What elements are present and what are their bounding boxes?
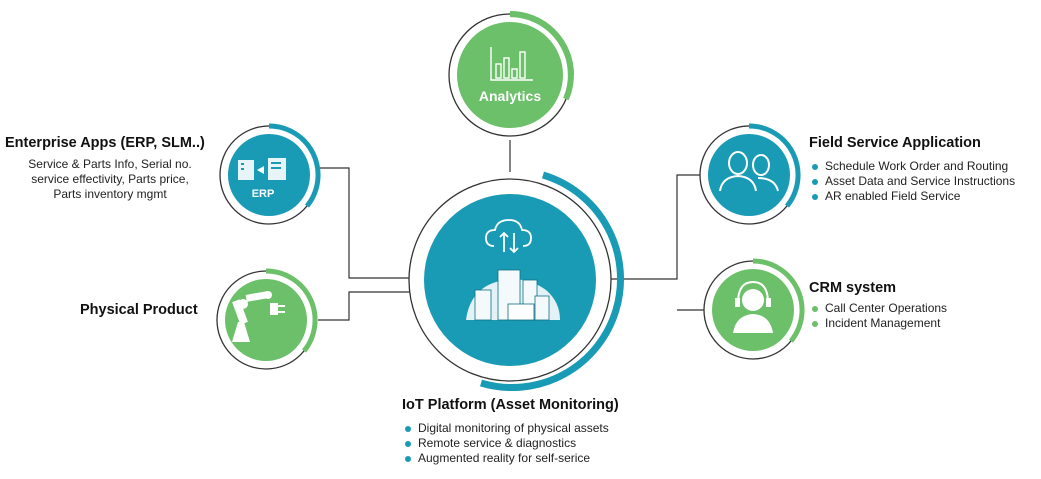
erp-badge: ERP [252, 188, 275, 200]
list-item: Incident Management [809, 316, 947, 331]
list-item: Call Center Operations [809, 301, 947, 316]
erp-desc-line: Parts inventory mgmt [53, 187, 167, 201]
data-center-illustration [466, 269, 560, 321]
erp-node[interactable]: ERP [219, 123, 321, 225]
list-item: Digital monitoring of physical assets [402, 421, 609, 436]
field-service-title: Field Service Application [809, 135, 981, 151]
headset-agent-icon [733, 280, 773, 333]
erp-title: Enterprise Apps (ERP, SLM..) [5, 135, 205, 151]
erp-desc-line: service effectivity, Parts price, [31, 172, 189, 186]
connector-erp [318, 167, 423, 279]
server-transfer-icon [238, 158, 286, 180]
connector-physical [318, 291, 423, 321]
robot-arm-icon [232, 291, 285, 342]
physical-product-title: Physical Product [80, 302, 198, 318]
crm-bullets: Call Center Operations Incident Manageme… [809, 301, 947, 331]
users-icon [719, 151, 779, 192]
connectors [318, 140, 706, 321]
analytics-label: Analytics [479, 88, 541, 104]
iot-platform-node[interactable] [408, 171, 624, 391]
list-item: Asset Data and Service Instructions [809, 174, 1015, 189]
connector-field-service [597, 174, 706, 280]
field-service-bullets: Schedule Work Order and Routing Asset Da… [809, 159, 1015, 204]
list-item: Schedule Work Order and Routing [809, 159, 1015, 174]
list-item: Remote service & diagnostics [402, 436, 609, 451]
list-item: Augmented reality for self-serice [402, 451, 609, 466]
erp-desc-line: Service & Parts Info, Serial no. [28, 157, 192, 171]
cloud-sync-icon [485, 219, 532, 254]
bar-chart-icon [490, 47, 533, 81]
field-service-node[interactable] [699, 123, 801, 225]
analytics-node[interactable]: Analytics [448, 11, 574, 137]
iot-platform-title: IoT Platform (Asset Monitoring) [402, 397, 619, 413]
list-item: AR enabled Field Service [809, 189, 1015, 204]
crm-title: CRM system [809, 280, 897, 296]
crm-node[interactable] [703, 258, 805, 360]
iot-platform-bullets: Digital monitoring of physical assets Re… [402, 421, 609, 466]
physical-product-node[interactable] [216, 268, 318, 370]
erp-description: Service & Parts Info, Serial no. service… [12, 157, 208, 202]
